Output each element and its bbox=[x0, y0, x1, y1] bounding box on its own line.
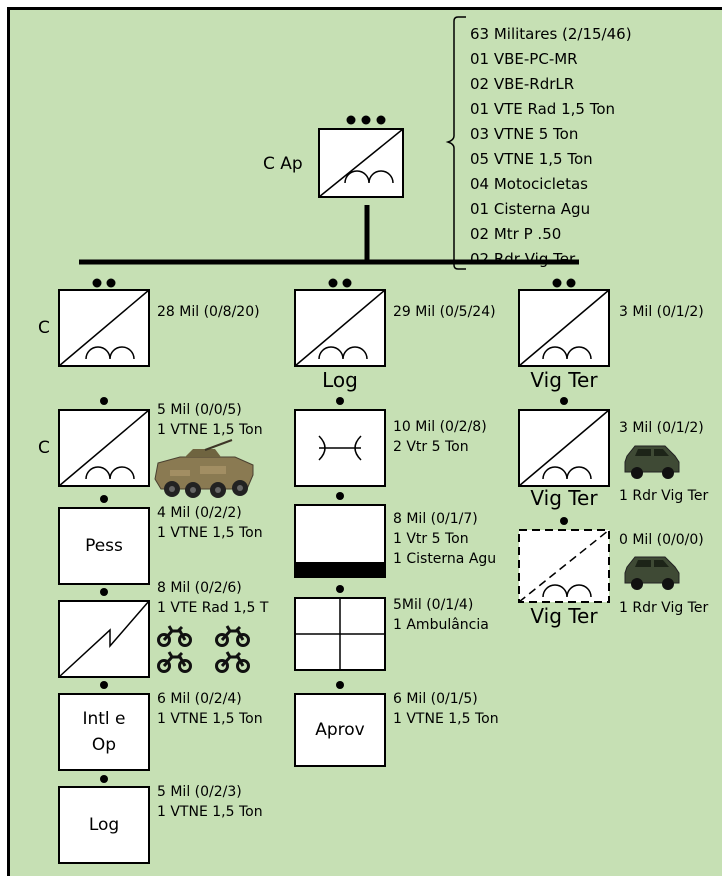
hq-label: C Ap bbox=[263, 156, 303, 173]
col1-intl-label: Intl e Op bbox=[59, 706, 149, 758]
hq-composition-item: 03 VTNE 5 Ton bbox=[470, 122, 632, 147]
col1-pess-info: 4 Mil (0/2/2) 1 VTNE 1,5 Ton bbox=[157, 503, 263, 543]
hq-composition-item: 02 VBE-RdrLR bbox=[470, 72, 632, 97]
hq-composition-item: 04 Motocicletas bbox=[470, 172, 632, 197]
hq-composition-item: 02 Rdr Vig Ter bbox=[470, 247, 632, 272]
col2-mnt-line1: 10 Mil (0/2/8) bbox=[393, 417, 487, 437]
col3-sec1-stats: 3 Mil (0/1/2) bbox=[619, 421, 704, 435]
col1-log-label: Log bbox=[59, 812, 149, 838]
col2-aprov-line1: 6 Mil (0/1/5) bbox=[393, 689, 499, 709]
col3-sec2-vehicle: 1 Rdr Vig Ter bbox=[619, 601, 708, 615]
light-armored-vehicle-icon bbox=[625, 446, 679, 590]
col1-cmd-info: 5 Mil (0/0/5) 1 VTNE 1,5 Ton bbox=[157, 400, 263, 440]
col2-aprov-line2: 1 VTNE 1,5 Ton bbox=[393, 709, 499, 729]
col2-med-line2: 1 Ambulância bbox=[393, 615, 489, 635]
col1-cmd-line2: 1 VTNE 1,5 Ton bbox=[157, 420, 263, 440]
col2-med-line1: 5Mil (0/1/4) bbox=[393, 595, 489, 615]
col1-com-info: 8 Mil (0/2/6) 1 VTE Rad 1,5 T bbox=[157, 578, 268, 618]
col1-intl-line2: 1 VTNE 1,5 Ton bbox=[157, 709, 263, 729]
col2-mnt-line2: 2 Vtr 5 Ton bbox=[393, 437, 487, 457]
hq-composition-item: 01 VBE-PC-MR bbox=[470, 47, 632, 72]
col3-sec2-stats: 0 Mil (0/0/0) bbox=[619, 533, 704, 547]
col2-company-stats: 29 Mil (0/5/24) bbox=[393, 305, 496, 319]
hq-composition-item: 01 VTE Rad 1,5 Ton bbox=[470, 97, 632, 122]
col1-pess-line1: 4 Mil (0/2/2) bbox=[157, 503, 263, 523]
hq-composition-item: 63 Militares (2/15/46) bbox=[470, 22, 632, 47]
col2-aprov-info: 6 Mil (0/1/5) 1 VTNE 1,5 Ton bbox=[393, 689, 499, 729]
hq-bracket bbox=[448, 17, 466, 269]
col1-company-stats: 28 Mil (0/8/20) bbox=[157, 305, 260, 319]
col1-log-line1: 5 Mil (0/2/3) bbox=[157, 782, 263, 802]
col1-intl-info: 6 Mil (0/2/4) 1 VTNE 1,5 Ton bbox=[157, 689, 263, 729]
hq-composition-item: 01 Cisterna Agu bbox=[470, 197, 632, 222]
col2-sup-line2: 1 Vtr 5 Ton bbox=[393, 529, 496, 549]
col1-intl-label-line1: Intl e bbox=[59, 706, 149, 732]
col1-com-box bbox=[59, 601, 149, 677]
col3-company-label: Vig Ter bbox=[509, 370, 619, 390]
armored-vehicle-icon bbox=[155, 440, 253, 498]
col1-pess-label: Pess bbox=[59, 533, 149, 559]
col1-pess-line2: 1 VTNE 1,5 Ton bbox=[157, 523, 263, 543]
hq-composition-item: 02 Mtr P .50 bbox=[470, 222, 632, 247]
col2-sup-info: 8 Mil (0/1/7) 1 Vtr 5 Ton 1 Cisterna Agu bbox=[393, 509, 496, 569]
col2-med-info: 5Mil (0/1/4) 1 Ambulância bbox=[393, 595, 489, 635]
supply-bar bbox=[295, 562, 385, 577]
hq-composition-list: 63 Militares (2/15/46) 01 VBE-PC-MR 02 V… bbox=[470, 22, 632, 272]
col2-mnt-info: 10 Mil (0/2/8) 2 Vtr 5 Ton bbox=[393, 417, 487, 457]
col2-sup-line1: 8 Mil (0/1/7) bbox=[393, 509, 496, 529]
col1-intl-label-line2: Op bbox=[59, 732, 149, 758]
col3-sec1-label: Vig Ter bbox=[509, 488, 619, 508]
col3-company-stats: 3 Mil (0/1/2) bbox=[619, 305, 704, 319]
motorcycle-icon bbox=[159, 626, 249, 672]
col1-intl-line1: 6 Mil (0/2/4) bbox=[157, 689, 263, 709]
col1-com-line2: 1 VTE Rad 1,5 T bbox=[157, 598, 268, 618]
col2-aprov-label: Aprov bbox=[295, 717, 385, 743]
hq-composition-item: 05 VTNE 1,5 Ton bbox=[470, 147, 632, 172]
col2-sup-line3: 1 Cisterna Agu bbox=[393, 549, 496, 569]
col2-company-label: Log bbox=[295, 370, 385, 390]
col1-log-line2: 1 VTNE 1,5 Ton bbox=[157, 802, 263, 822]
col1-cmd-side-label: C bbox=[38, 440, 50, 457]
col3-sec2-label: Vig Ter bbox=[509, 606, 619, 626]
col1-com-line1: 8 Mil (0/2/6) bbox=[157, 578, 268, 598]
col1-log-info: 5 Mil (0/2/3) 1 VTNE 1,5 Ton bbox=[157, 782, 263, 822]
col1-cmd-line1: 5 Mil (0/0/5) bbox=[157, 400, 263, 420]
col1-company-side-label: C bbox=[38, 320, 50, 337]
col3-sec1-vehicle: 1 Rdr Vig Ter bbox=[619, 489, 708, 503]
